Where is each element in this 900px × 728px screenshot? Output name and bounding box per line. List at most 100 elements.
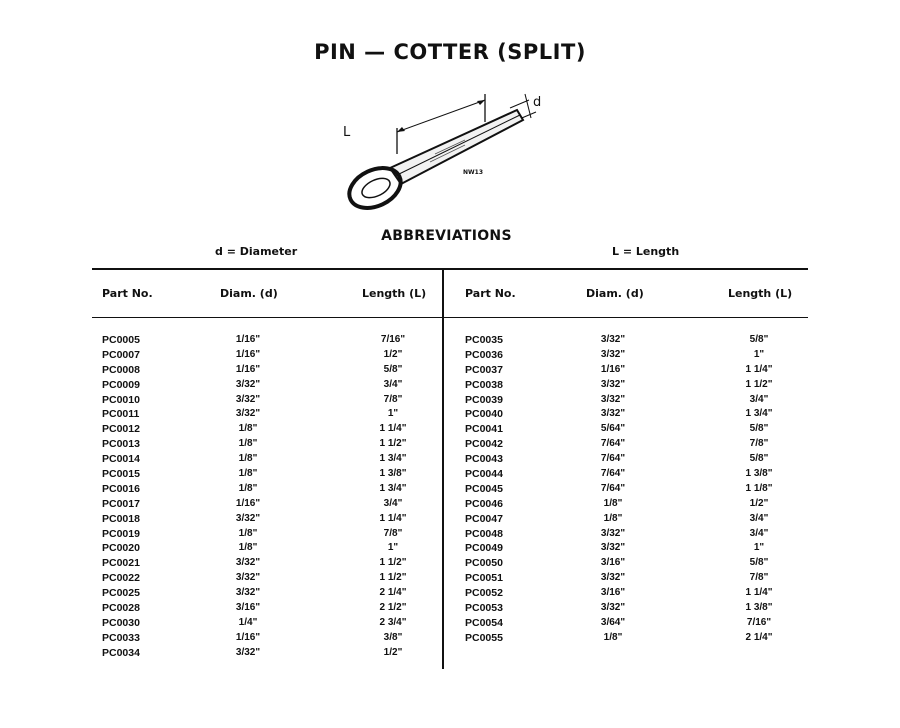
diameter-value: 1/16"	[235, 348, 261, 360]
length-value: 3/4"	[749, 512, 769, 524]
diameter-value: 3/64"	[600, 616, 626, 628]
length-value: 2 1/4"	[379, 587, 407, 599]
diameter-value: 1/8"	[238, 453, 258, 465]
length-value: 1 3/8"	[379, 468, 407, 480]
part-number: PC0038	[465, 378, 503, 391]
part-number: PC0040	[465, 408, 503, 421]
length-value: 2 3/4"	[379, 616, 407, 628]
part-number: PC0043	[465, 453, 503, 466]
length-value: 1 3/4"	[379, 453, 407, 465]
length-value: 1 1/4"	[379, 512, 407, 524]
length-value: 1 3/8"	[745, 468, 773, 480]
length-value: 3/4"	[749, 393, 769, 405]
length-value: 1 3/4"	[379, 482, 407, 494]
diameter-value: 3/32"	[235, 587, 261, 599]
part-number: PC0009	[102, 378, 140, 391]
diameter-value: 3/32"	[600, 542, 626, 554]
part-number: PC0021	[102, 557, 140, 570]
diameter-value: 1/4"	[238, 616, 258, 628]
diameter-value: 1/8"	[238, 423, 258, 435]
part-number: PC0008	[102, 363, 140, 376]
length-value: 1"	[387, 408, 399, 420]
part-number: PC0033	[102, 631, 140, 644]
left-header-part: Part No.	[102, 287, 153, 300]
length-value: 1/2"	[383, 348, 403, 360]
diameter-value: 1/8"	[238, 468, 258, 480]
part-number: PC0028	[102, 602, 140, 615]
length-value: 3/4"	[749, 527, 769, 539]
left-header-length: Length (L)	[362, 287, 427, 300]
diameter-value: 3/32"	[600, 572, 626, 584]
left-part-column: PC0005 PC0007 PC0008 PC0009 PC0010 PC001…	[102, 333, 172, 661]
diameter-value: 3/32"	[235, 557, 261, 569]
abbreviations-heading: ABBREVIATIONS	[381, 228, 512, 244]
diameter-value: 3/32"	[600, 378, 626, 390]
left-length-column: 7/16" 1/2" 5/8" 3/4" 7/8" 1" 1 1/4" 1 1/…	[360, 333, 426, 661]
part-number: PC0030	[102, 616, 140, 629]
table-top-rule	[92, 268, 808, 270]
length-value: 7/8"	[383, 527, 403, 539]
length-value: 7/16"	[380, 334, 406, 345]
part-number: PC0005	[102, 334, 140, 346]
length-value: 1"	[753, 542, 765, 554]
length-value: 1"	[753, 348, 765, 360]
diameter-value: 3/32"	[600, 602, 626, 614]
part-number: PC0054	[465, 616, 503, 629]
length-value: 7/8"	[749, 438, 769, 450]
diameter-value: 1/8"	[603, 497, 623, 509]
length-value: 5/8"	[383, 363, 403, 375]
part-number: PC0035	[465, 334, 503, 346]
diameter-label: d	[533, 95, 541, 110]
part-number: PC0045	[465, 482, 503, 495]
diameter-value: 5/64"	[600, 423, 626, 435]
length-value: 5/8"	[749, 453, 769, 465]
part-number: PC0020	[102, 542, 140, 555]
diameter-value: 1/16"	[235, 631, 261, 643]
abbreviation-length: L = Length	[612, 245, 680, 258]
length-value: 3/4"	[383, 497, 403, 509]
figure-code: NW13	[463, 169, 483, 176]
right-part-column: PC0035 PC0036 PC0037 PC0038 PC0039 PC004…	[465, 333, 535, 646]
part-number: PC0018	[102, 512, 140, 525]
right-diam-column: 3/32" 3/32" 1/16" 3/32" 3/32" 3/32" 5/64…	[580, 333, 646, 646]
diameter-value: 7/64"	[600, 453, 626, 465]
part-number: PC0047	[465, 512, 503, 525]
length-value: 1/2"	[383, 646, 403, 658]
part-number: PC0055	[465, 631, 503, 644]
part-number: PC0017	[102, 497, 140, 510]
diameter-value: 3/32"	[235, 408, 261, 420]
diameter-value: 1/8"	[238, 438, 258, 450]
diameter-value: 3/32"	[235, 572, 261, 584]
diameter-value: 3/32"	[600, 348, 626, 360]
part-number: PC0048	[465, 527, 503, 540]
part-number: PC0049	[465, 542, 503, 555]
diameter-value: 3/32"	[600, 527, 626, 539]
length-value: 5/8"	[749, 557, 769, 569]
part-number: PC0041	[465, 423, 503, 436]
right-header-length: Length (L)	[728, 287, 793, 300]
part-number: PC0050	[465, 557, 503, 570]
part-number: PC0039	[465, 393, 503, 406]
part-number: PC0046	[465, 497, 503, 510]
diameter-value: 3/32"	[235, 646, 261, 658]
part-number: PC0042	[465, 438, 503, 451]
right-length-column: 5/8" 1" 1 1/4" 1 1/2" 3/4" 1 3/4" 5/8" 7…	[726, 333, 792, 646]
part-number: PC0012	[102, 423, 140, 436]
diameter-value: 3/32"	[600, 408, 626, 420]
diameter-value: 3/16"	[600, 587, 626, 599]
diameter-value: 3/16"	[600, 557, 626, 569]
left-diam-column: 1/16" 1/16" 1/16" 3/32" 3/32" 3/32" 1/8"…	[215, 333, 281, 661]
length-value: 1 1/2"	[379, 572, 407, 584]
part-number: PC0044	[465, 468, 503, 481]
length-label: L	[343, 125, 351, 140]
diameter-value: 1/16"	[600, 363, 626, 375]
abbreviation-diameter: d = Diameter	[215, 245, 298, 258]
length-value: 5/8"	[749, 334, 769, 345]
diameter-value: 1/16"	[235, 334, 261, 345]
length-value: 3/4"	[383, 378, 403, 390]
length-value: 2 1/4"	[745, 631, 773, 643]
diameter-value: 1/8"	[238, 542, 258, 554]
length-value: 1 3/4"	[745, 408, 773, 420]
right-header-part: Part No.	[465, 287, 516, 300]
part-number: PC0015	[102, 468, 140, 481]
